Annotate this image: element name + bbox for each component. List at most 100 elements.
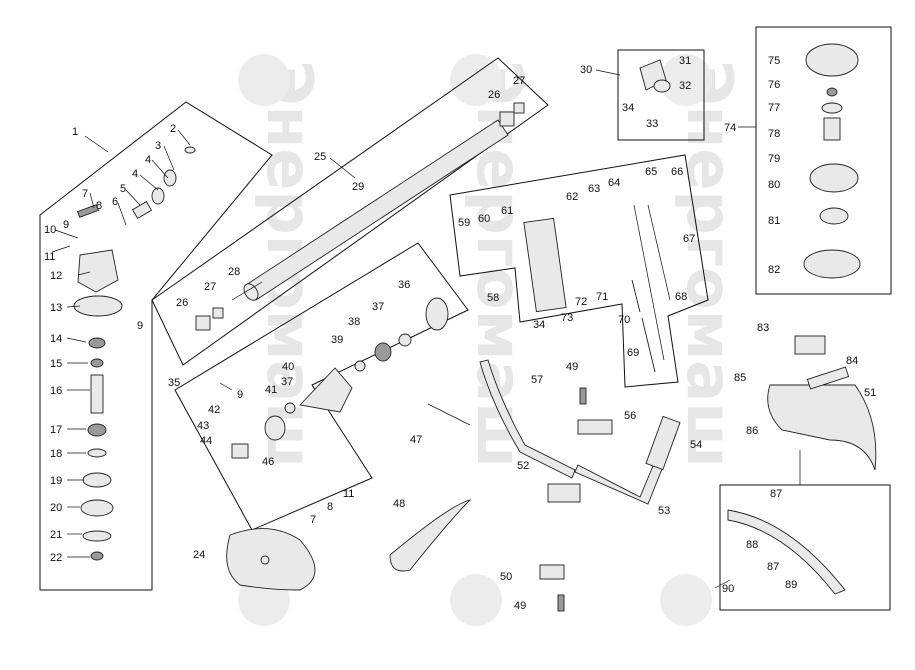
- callout-9: 9: [63, 219, 69, 231]
- callout-37: 37: [281, 376, 293, 388]
- callout-85: 85: [734, 372, 746, 384]
- callout-65: 65: [645, 166, 657, 178]
- callout-11: 11: [44, 251, 55, 263]
- callout-22: 22: [50, 552, 62, 564]
- bearing-icon: [88, 337, 106, 349]
- callout-69: 69: [627, 347, 639, 359]
- callout-7: 7: [82, 188, 88, 200]
- spring-icon: [823, 117, 841, 141]
- hex-key-icon: [427, 403, 471, 426]
- watermark-logo-icon: [660, 54, 712, 106]
- callout-78: 78: [768, 128, 780, 140]
- callout-10: 10: [44, 224, 56, 236]
- callout-5: 5: [120, 183, 126, 195]
- callout-74: 74: [724, 122, 736, 134]
- callout-84: 84: [846, 355, 858, 367]
- washer-icon: [82, 472, 112, 488]
- callout-38: 38: [348, 316, 360, 328]
- callout-labels: 1 2 3 4 4 5 6 7 8 9 10 11 12 13 9 14 15 …: [44, 55, 876, 612]
- callout-82: 82: [768, 264, 780, 276]
- circlip-icon: [398, 333, 412, 347]
- callout-72: 72: [575, 296, 587, 308]
- callout-81: 81: [768, 215, 780, 227]
- small-parts-box: [617, 49, 705, 141]
- clamp-icon: [653, 79, 671, 93]
- callout-34: 34: [533, 319, 545, 331]
- callout-24: 24: [193, 549, 205, 561]
- spindle-icon: [90, 374, 104, 414]
- callout-67: 67: [683, 233, 695, 245]
- callout-31: 31: [679, 55, 691, 67]
- callout-25: 25: [314, 151, 326, 163]
- watermark: Энергомаш Энергомаш Энергомаш: [238, 54, 746, 626]
- circlip-icon: [184, 146, 196, 154]
- callout-66: 66: [671, 166, 683, 178]
- callout-27: 27: [513, 75, 525, 87]
- watermark-logo-icon: [660, 574, 712, 626]
- callout-26: 26: [488, 89, 500, 101]
- callout-4: 4: [132, 168, 138, 180]
- callout-53: 53: [658, 505, 670, 517]
- callout-1: 1: [72, 126, 78, 138]
- guard-plate-icon: [73, 295, 123, 317]
- watermark-logo-icon: [450, 54, 502, 106]
- bolt-icon: [557, 594, 565, 612]
- callout-27: 27: [204, 281, 216, 293]
- bushing-icon: [499, 111, 515, 127]
- line-cutter-icon: [727, 509, 846, 595]
- callout-70: 70: [618, 314, 630, 326]
- callout-33: 33: [646, 118, 658, 130]
- bushing-icon: [212, 307, 224, 319]
- callout-30: 30: [580, 64, 592, 76]
- spring-icon: [631, 279, 641, 313]
- callout-52: 52: [517, 460, 529, 472]
- callout-80: 80: [768, 179, 780, 191]
- callout-18: 18: [50, 448, 62, 460]
- flange-icon: [80, 499, 114, 517]
- callout-26: 26: [176, 297, 188, 309]
- washer-icon: [821, 102, 843, 114]
- callout-3: 3: [155, 140, 161, 152]
- shaft-panel: [151, 57, 549, 366]
- callout-77: 77: [768, 102, 780, 114]
- blade-hub-icon: [260, 555, 270, 565]
- bolt-icon: [77, 204, 99, 218]
- callout-63: 63: [588, 183, 600, 195]
- callout-47: 47: [410, 434, 422, 446]
- callout-57: 57: [531, 374, 543, 386]
- callout-40: 40: [282, 361, 294, 373]
- callout-12: 12: [50, 270, 62, 282]
- callout-87: 87: [770, 488, 782, 500]
- callout-42: 42: [208, 404, 220, 416]
- callout-2: 2: [170, 123, 176, 135]
- callout-64: 64: [608, 177, 620, 189]
- line-cutter-panel: [719, 484, 891, 611]
- drive-shaft-icon: [231, 281, 263, 301]
- watermark-logo-icon: [450, 574, 502, 626]
- callout-75: 75: [768, 55, 780, 67]
- callout-49: 49: [566, 361, 578, 373]
- callout-73: 73: [561, 312, 573, 324]
- guard-icon: [767, 384, 877, 471]
- callout-29: 29: [352, 181, 364, 193]
- parts-group: [73, 43, 877, 612]
- trimmer-head-box: [755, 26, 892, 295]
- callout-32: 32: [679, 80, 691, 92]
- callout-86: 86: [746, 425, 758, 437]
- callout-79: 79: [768, 153, 780, 165]
- callout-68: 68: [675, 291, 687, 303]
- callout-51: 51: [864, 387, 876, 399]
- callout-60: 60: [478, 213, 490, 225]
- callout-39: 39: [331, 334, 343, 346]
- callout-71: 71: [596, 291, 608, 303]
- callout-6: 6: [112, 196, 118, 208]
- callout-36: 36: [398, 279, 410, 291]
- throttle-wire-icon: [647, 204, 671, 301]
- clamp-icon: [547, 483, 581, 503]
- trimmer-base-icon: [803, 249, 861, 279]
- callout-8: 8: [327, 501, 333, 513]
- callout-62: 62: [566, 191, 578, 203]
- plate-icon: [806, 366, 850, 390]
- throttle-panel: [449, 154, 709, 388]
- shaft-icon: [131, 201, 153, 219]
